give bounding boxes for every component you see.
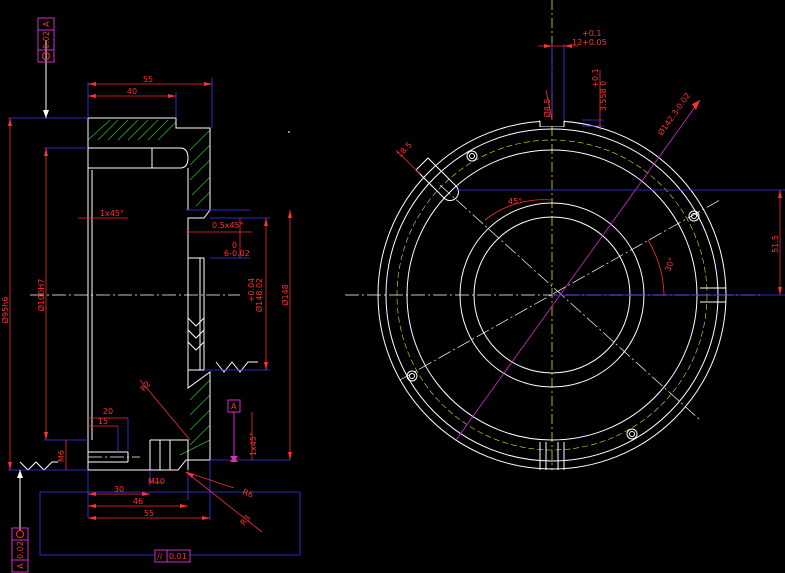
dim-46: 46 — [133, 497, 143, 506]
fcf-parallel-value: 0.01 — [169, 552, 187, 561]
dim-chamfer-1: 1x45° — [100, 209, 124, 218]
bolt-holes — [406, 150, 700, 440]
dim-step-dia: Ø148 — [280, 284, 290, 306]
dim-angle-45: 45° — [508, 197, 522, 206]
dim-key-pos: Ø8.5 — [542, 98, 552, 117]
dim-flange: 40 — [127, 87, 137, 96]
position-symbol-icon — [16, 530, 24, 538]
fcf-top-value: 0.02 — [42, 31, 51, 49]
fcf-top: 0.02 A — [37, 17, 55, 63]
fcf-bottom-datum: A — [16, 563, 25, 569]
fcf-parallel: // 0.01 — [154, 549, 191, 563]
dim-55b: 55 — [144, 509, 154, 518]
side-section-view: 55 40 Ø95h6 Ø100H7 1x45° 0.5x45° 0 6-0.0… — [0, 17, 301, 573]
dim-overall-width: 55 — [143, 75, 153, 84]
dim-key: 12+0.05 — [572, 38, 607, 47]
dim-groove-tol: 0 — [232, 241, 237, 250]
datum-box-label: A — [231, 402, 237, 411]
dim-20: 20 — [103, 407, 113, 416]
dim-m6: M6 — [57, 450, 66, 462]
dim-recess-tol: +0.04 — [247, 278, 256, 303]
dim-angle-30: 30° — [663, 256, 676, 272]
dim-chamfer-3: 1x45° — [249, 432, 258, 456]
dim-30: 30 — [114, 485, 124, 494]
position-symbol-icon — [42, 52, 50, 60]
dim-key-tol: +0.1 — [582, 29, 601, 38]
front-view: +0.1 12+0.05 +0.1 3.558 0 Ø8.5 Ø142.3-0.… — [345, 0, 785, 470]
dim-r6: R6 — [241, 487, 254, 499]
fcf-bottom: 0.02 A — [11, 527, 29, 573]
dim-offset: 51.5 — [771, 235, 780, 253]
section-hatch — [87, 119, 211, 456]
dim-slot: 18.5 — [395, 140, 414, 159]
fcf-top-datum: A — [42, 21, 51, 27]
dim-outer-dia: Ø95h6 — [0, 297, 10, 324]
datum-box: A — [227, 399, 241, 462]
dim-chamfer-2: 0.5x45° — [212, 221, 244, 230]
dim-bore: Ø100H7 — [36, 279, 46, 312]
fcf-bottom-value: 0.02 — [16, 541, 25, 559]
dim-depth: 3.558 0 — [599, 81, 608, 112]
dim-m10: M10 — [148, 477, 165, 486]
dim-pitch-dia: Ø142.3-0.02 — [655, 91, 692, 138]
dim-15: 15 — [98, 417, 108, 426]
parallel-icon: // — [157, 552, 163, 561]
dim-groove: 6-0.02 — [224, 249, 250, 258]
dim-recess: Ø148.02 — [254, 278, 264, 312]
dim-key-tol2: +0.1 — [591, 68, 600, 87]
